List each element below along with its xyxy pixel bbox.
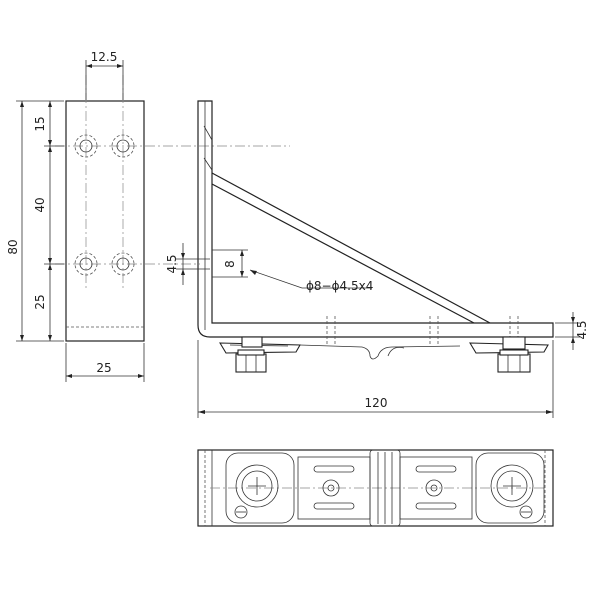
- mounting-hole: [111, 252, 135, 276]
- mounting-hole: [74, 252, 98, 276]
- slot-right: [399, 456, 473, 520]
- bolt-head-right: [475, 452, 545, 524]
- dim-40-label: 40: [33, 197, 47, 212]
- mounting-hole: [111, 134, 135, 158]
- dimension-slot: 4.5 8: [165, 243, 248, 285]
- bracket-top-view: [197, 449, 554, 527]
- dim-8-label: 8: [223, 260, 237, 268]
- center-clip: [299, 344, 461, 360]
- slot-marks: [326, 316, 519, 344]
- hole-callout-label: ϕ8−ϕ4.5x4: [306, 279, 373, 293]
- dim-12-5-label: 12.5: [91, 50, 118, 64]
- dim-25-width-label: 25: [96, 361, 111, 375]
- side-plate-view: [55, 75, 290, 342]
- bolt-left: [235, 336, 267, 373]
- hole-callout: ϕ8−ϕ4.5x4: [249, 269, 373, 293]
- bolt-right: [497, 336, 531, 373]
- dim-4-5-thickness-label: 4.5: [575, 320, 589, 339]
- dimension-plate-thickness: 4.5: [555, 312, 589, 350]
- mounting-hole: [74, 134, 98, 158]
- dimension-total-height: 80: [6, 100, 40, 342]
- dim-25-label: 25: [33, 294, 47, 309]
- dim-15-label: 15: [33, 116, 47, 131]
- dim-120-label: 120: [365, 396, 388, 410]
- dimension-vertical-chain: 15 40 25: [33, 100, 64, 342]
- dimension-length: 120: [197, 340, 554, 418]
- dimension-hole-pitch: 12.5: [85, 50, 124, 100]
- bracket-side-view: [197, 100, 554, 373]
- dim-80-label: 80: [6, 239, 20, 254]
- dimension-width: 25: [65, 343, 145, 382]
- dim-4-5-slot-label: 4.5: [165, 254, 179, 273]
- bolt-head-left: [225, 452, 295, 524]
